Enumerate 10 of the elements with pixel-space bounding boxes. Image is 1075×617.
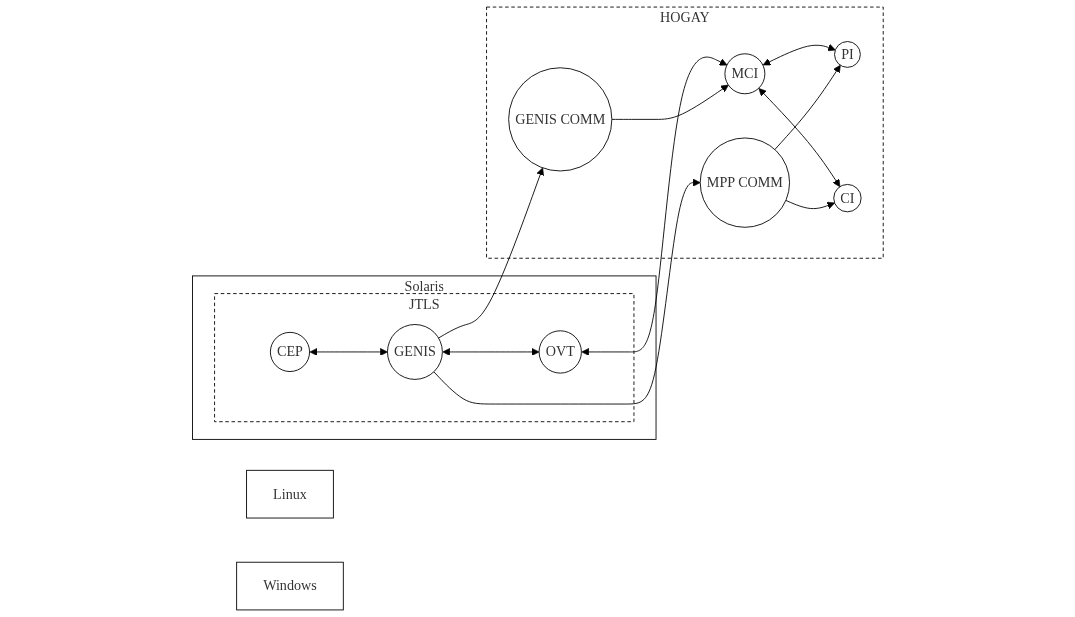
node-circle: CI: [832, 184, 862, 213]
node-box: Windows: [235, 561, 344, 611]
node-box: Linux: [245, 469, 334, 519]
node-circle: PI: [833, 41, 861, 68]
node-circle: CEP: [269, 331, 310, 372]
node-circle: GENIS: [386, 324, 443, 380]
node-circle: OVT: [538, 330, 582, 374]
node-circle: GENIS COMM: [507, 67, 612, 172]
node-circle: MPP COMM: [699, 137, 790, 228]
node-circle: MCI: [724, 53, 765, 95]
